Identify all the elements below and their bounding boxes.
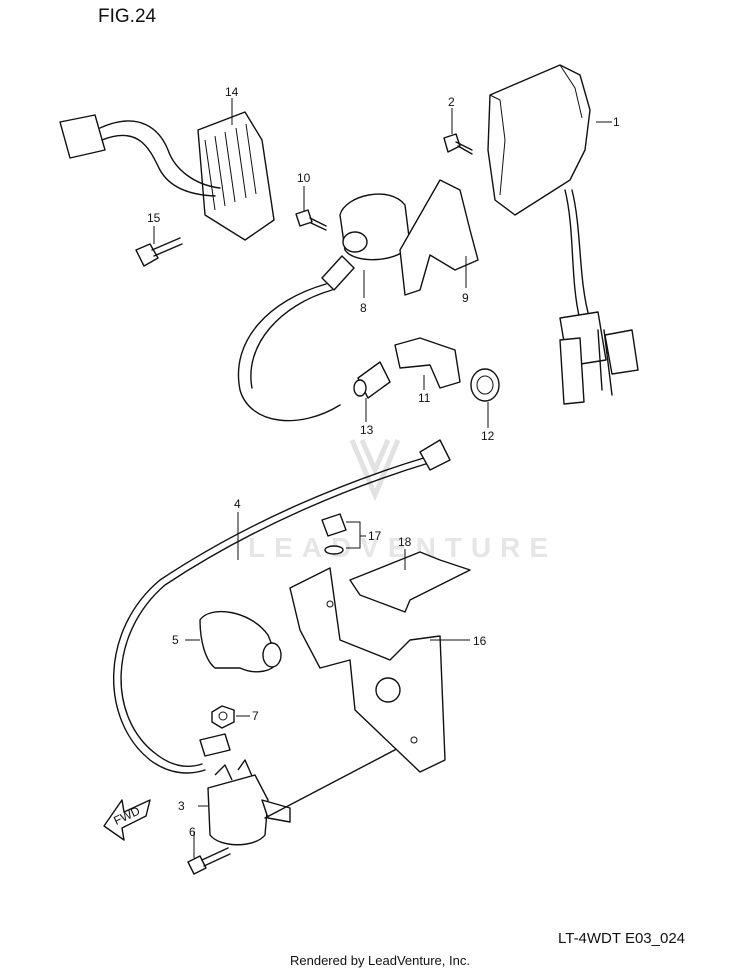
plug-cap-seal[interactable] <box>470 368 500 402</box>
callout-7[interactable]: 7 <box>252 709 259 723</box>
relay-bracket[interactable] <box>289 567 446 773</box>
callout-10[interactable]: 10 <box>297 171 311 185</box>
battery-cable[interactable] <box>113 439 451 774</box>
callout-12[interactable]: 12 <box>481 429 495 443</box>
forward-arrow-icon: FWD <box>103 799 151 841</box>
band-clip[interactable] <box>349 551 471 613</box>
callout-14[interactable]: 14 <box>225 85 239 99</box>
callout-4[interactable]: 4 <box>234 497 241 511</box>
callout-11[interactable]: 11 <box>418 391 431 405</box>
relay-mounting-bolt[interactable] <box>187 847 231 875</box>
coil-mounting-bolt[interactable] <box>295 209 327 231</box>
callout-18[interactable]: 18 <box>398 535 412 549</box>
render-credit: Rendered by LeadVenture, Inc. <box>290 953 470 968</box>
callout-8[interactable]: 8 <box>360 301 367 315</box>
nut[interactable] <box>211 705 235 729</box>
callout-17[interactable]: 17 <box>368 529 382 543</box>
plug-cap[interactable] <box>394 337 461 389</box>
callout-1[interactable]: 1 <box>613 115 620 129</box>
callout-15[interactable]: 15 <box>147 211 161 225</box>
callout-numbers: 1 2 3 4 5 6 7 8 9 10 11 12 13 14 15 16 1… <box>147 85 620 839</box>
ignition-coil[interactable] <box>237 193 411 422</box>
callout-3[interactable]: 3 <box>178 799 185 813</box>
watermark-text: LEADVENTURE <box>248 532 558 563</box>
callout-16[interactable]: 16 <box>473 634 487 648</box>
cable-end[interactable] <box>353 361 391 399</box>
figure-title: FIG.24 <box>98 6 157 27</box>
regulator-bolt[interactable] <box>135 237 183 267</box>
callout-9[interactable]: 9 <box>462 291 469 305</box>
leader-lines <box>153 98 612 858</box>
watermark-logo-icon <box>349 439 401 502</box>
relay-cap[interactable] <box>199 610 282 673</box>
cdi-unit[interactable] <box>487 64 639 405</box>
callout-2[interactable]: 2 <box>448 95 455 109</box>
regulator-rectifier[interactable] <box>59 111 275 241</box>
starter-relay[interactable] <box>207 741 411 846</box>
bolt-washer[interactable] <box>321 513 347 555</box>
callout-13[interactable]: 13 <box>360 423 374 437</box>
callout-6[interactable]: 6 <box>189 825 196 839</box>
cdi-mounting-bolt[interactable] <box>443 133 473 155</box>
callout-5[interactable]: 5 <box>172 633 179 647</box>
diagram-code: LT-4WDT E03_024 <box>558 930 686 947</box>
